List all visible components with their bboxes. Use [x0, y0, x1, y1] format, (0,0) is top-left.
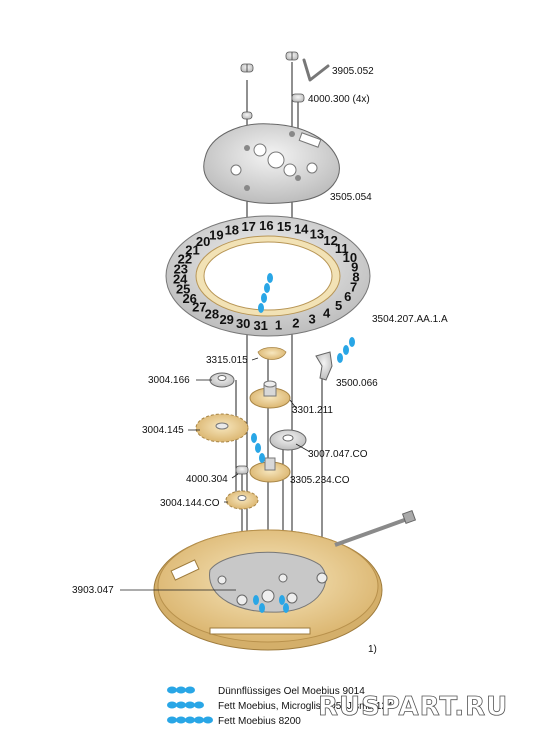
screw-top-left [240, 63, 254, 73]
label-3007-047: 3007.047.CO [308, 449, 368, 460]
oil-drop-icon [176, 686, 186, 694]
label-3500-066: 3500.066 [336, 378, 378, 389]
jumper-3315-015 [257, 347, 287, 360]
date-number: 26 [182, 291, 196, 306]
date-number: 8 [352, 270, 359, 285]
gear-3004-144 [225, 490, 259, 510]
oil-drop-icon [194, 716, 204, 724]
date-number: 16 [259, 218, 273, 233]
oil-drop-icon [167, 686, 177, 694]
wheel-3004-166 [209, 372, 235, 388]
label-3315-015: 3315.015 [206, 355, 248, 366]
wheel-3301-211 [249, 380, 291, 409]
date-number: 3 [308, 311, 315, 326]
date-number: 2 [292, 315, 299, 330]
oil-drop-icon [167, 716, 177, 724]
screw-4000-300 [291, 93, 305, 103]
date-number: 9 [351, 260, 358, 275]
date-number: 12 [323, 233, 337, 248]
label-note-1: 1) [368, 644, 377, 655]
date-number: 5 [335, 298, 342, 313]
winding-stem [334, 509, 417, 547]
label-3505-054: 3505.054 [330, 192, 372, 203]
oil-drop-icon [203, 716, 213, 724]
legend: Dünnflüssiges Oel Moebius 9014 Fett Moeb… [167, 686, 393, 727]
screw-top-right [285, 51, 299, 61]
label-4000-304: 4000.304 [186, 474, 228, 485]
date-number: 28 [205, 307, 219, 322]
oil-drop-icon [185, 701, 195, 709]
label-3301-211: 3301.211 [292, 405, 333, 416]
date-number: 1 [275, 318, 282, 333]
date-number: 4 [323, 305, 331, 320]
oil-drops-lever [337, 337, 355, 363]
date-number: 11 [335, 241, 349, 256]
date-number: 19 [209, 228, 223, 243]
date-number: 23 [174, 261, 188, 276]
label-3504-207: 3504.207.AA.1.A [372, 314, 448, 325]
label-3004-166: 3004.166 [148, 375, 190, 386]
date-number: 22 [178, 252, 192, 267]
screw-small-left [241, 111, 253, 120]
date-number: 10 [343, 250, 357, 265]
date-number: 29 [219, 312, 233, 327]
wheel-3305-234 [249, 457, 291, 483]
date-number: 14 [294, 222, 309, 237]
date-number: 30 [236, 316, 250, 331]
date-number: 27 [192, 299, 206, 314]
label-4000-300: 4000.300 (4x) [308, 94, 370, 105]
label-3905-052: 3905.052 [332, 66, 374, 77]
oil-drop-icon [185, 716, 195, 724]
legend-text-0: Dünnflüssiges Oel Moebius 9014 [218, 686, 365, 697]
watermark: RUSPART.RU [318, 692, 508, 722]
label-3004-145: 3004.145 [142, 425, 184, 436]
legend-text-1: Fett Moebius, Microgliss D5, Jisma 124 [218, 701, 393, 712]
label-3903-047: 3903.047 [72, 585, 114, 596]
oil-drop-icon [176, 716, 186, 724]
date-number: 18 [225, 222, 239, 237]
date-jumper-plate-3505-054 [203, 123, 340, 204]
oil-drop-icon [167, 701, 177, 709]
date-number: 15 [277, 219, 291, 234]
legend-text-2: Fett Moebius 8200 [218, 716, 301, 727]
date-number: 31 [253, 318, 267, 333]
gear-3004-145 [195, 413, 249, 443]
spring-3905-052 [302, 58, 330, 82]
lever-3500-066 [315, 351, 333, 381]
date-number: 20 [196, 234, 210, 249]
oil-drop-icon [185, 686, 195, 694]
date-number: 21 [185, 242, 199, 257]
date-number: 24 [173, 272, 188, 287]
date-number: 17 [241, 219, 255, 234]
date-number: 25 [176, 281, 190, 296]
date-number: 13 [310, 226, 324, 241]
leader-lines [120, 357, 311, 591]
label-3305-234: 3305.234.CO [290, 475, 350, 486]
oil-drop-icon [194, 701, 204, 709]
main-plate-3903-047 [153, 529, 383, 651]
date-number: 7 [350, 280, 357, 295]
oil-drop-icon [176, 701, 186, 709]
date-number: 6 [344, 289, 351, 304]
label-3004-144: 3004.144.CO [160, 498, 220, 509]
oil-drops-plate [253, 595, 289, 613]
screw-4000-304 [235, 465, 249, 475]
oil-drops-ring [258, 273, 273, 313]
oil-drops-3305 [251, 433, 265, 463]
